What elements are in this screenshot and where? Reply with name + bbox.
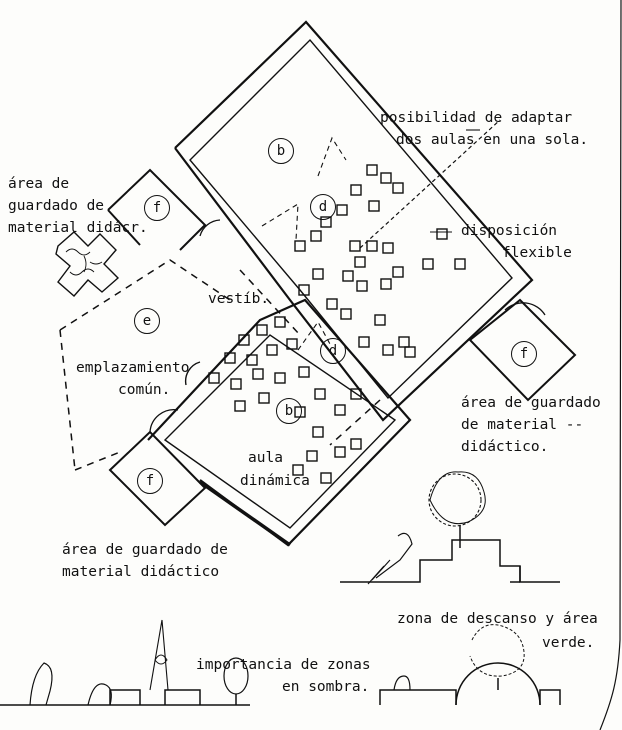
storage-right: [468, 298, 577, 402]
landscape-sketch-bottom: [0, 619, 561, 706]
label-emplazamiento-1: emplazamiento: [76, 360, 190, 376]
room-code-b-upper: b: [268, 138, 294, 164]
room-code-text: e: [142, 313, 152, 329]
label-aula-1: aula: [248, 450, 283, 466]
lower-classroom: [147, 298, 412, 547]
storage-bottom: [108, 409, 207, 527]
room-code-d-lower: d: [320, 338, 346, 364]
label-area-guardado-left-1: área de: [8, 176, 70, 192]
room-code-text: d: [318, 199, 328, 215]
room-code-text: f: [145, 473, 155, 489]
room-code-text: b: [276, 143, 286, 159]
room-code-d-upper: d: [310, 194, 336, 220]
room-code-text: b: [284, 403, 294, 419]
room-code-text: f: [519, 346, 529, 362]
label-zona-2: verde.: [542, 635, 595, 651]
room-code-e: e: [134, 308, 160, 334]
label-area-guardado-left-3: material didácr.: [8, 220, 148, 236]
cross-garden: [55, 231, 120, 297]
label-area-guardado-right-1: área de guardado: [461, 395, 601, 411]
upper-classroom: [174, 20, 534, 422]
landscape-sketch-right: [340, 471, 560, 585]
label-zona-1: zona de descanso y área: [397, 611, 598, 627]
room-code-f-bottom: f: [137, 468, 163, 494]
label-posibilidad-1: posibilidad de adaptar: [380, 110, 573, 126]
label-area-guardado-bottom-1: área de guardado de: [62, 542, 228, 558]
label-aula-2: dinámica: [240, 473, 310, 489]
common-area-outline: [59, 259, 381, 471]
label-disposicion-2: flexible: [502, 245, 572, 261]
label-importancia-2: en sombra.: [282, 679, 370, 695]
label-importancia-1: importancia de zonas: [196, 657, 371, 673]
room-code-text: d: [328, 343, 338, 359]
label-area-guardado-left-2: guardado de: [8, 198, 105, 214]
paper-edge: [599, 0, 622, 730]
label-area-guardado-bottom-2: material didáctico: [62, 564, 220, 580]
room-code-text: f: [152, 200, 162, 216]
label-posibilidad-2: dos aulas en una sola.: [396, 132, 589, 148]
label-emplazamiento-2: común.: [118, 382, 171, 398]
label-vestib: vestíb.: [208, 291, 270, 307]
label-disposicion-1: disposición: [461, 223, 558, 239]
storage-left: [107, 168, 221, 251]
label-area-guardado-right-3: didáctico.: [461, 439, 549, 455]
room-code-b-lower: b: [276, 398, 302, 424]
label-area-guardado-right-2: de material --: [461, 417, 584, 433]
room-code-f-right: f: [511, 341, 537, 367]
room-code-f-left: f: [144, 195, 170, 221]
